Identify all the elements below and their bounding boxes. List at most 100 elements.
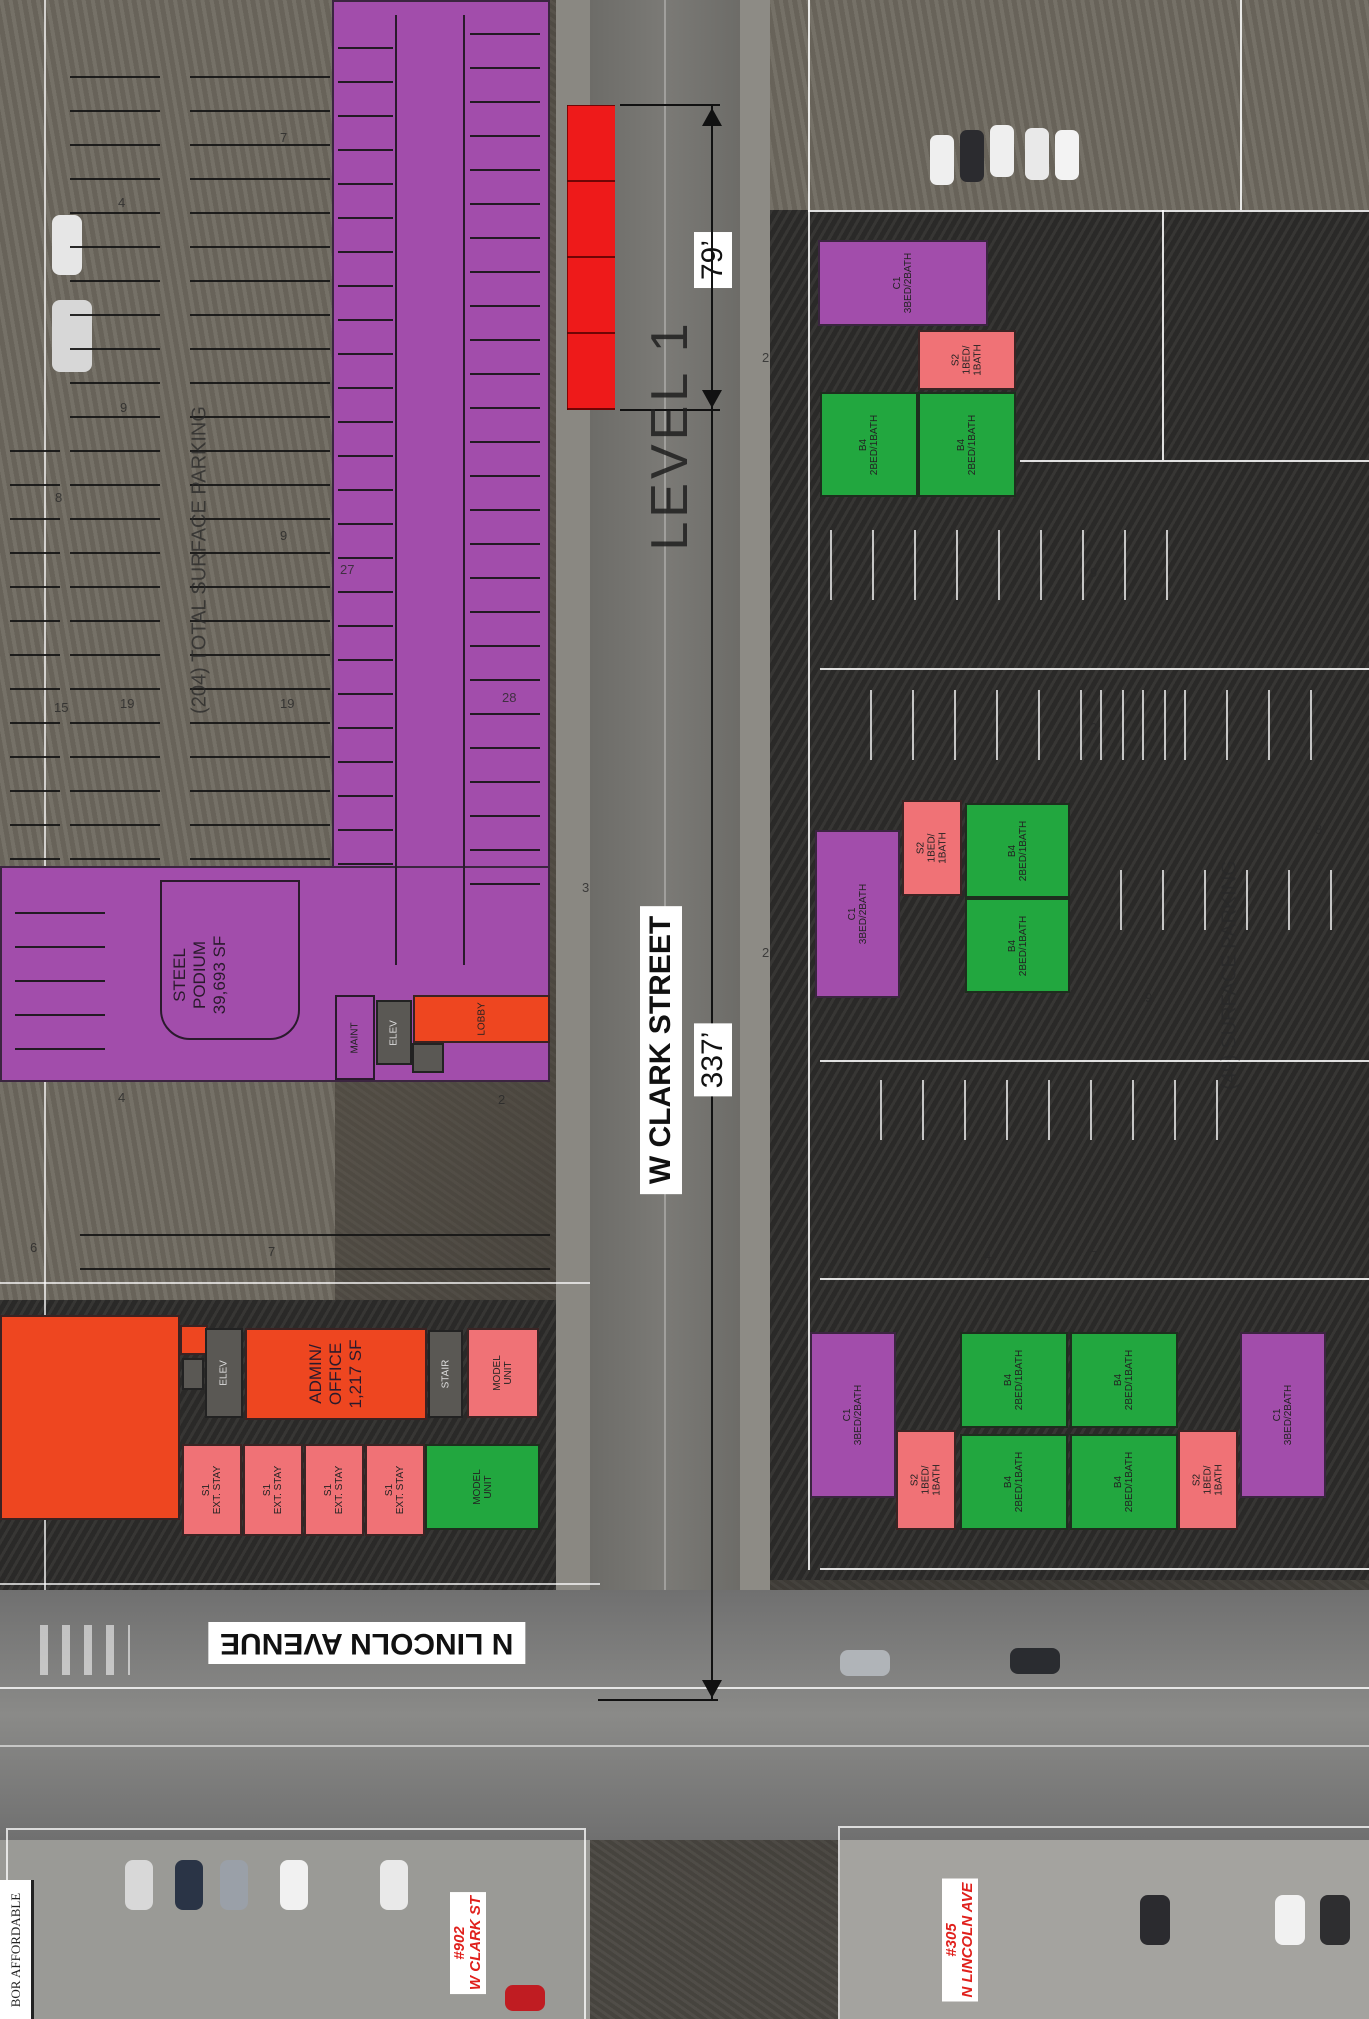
stall-count: 4 (118, 1090, 126, 1105)
stall-count: 4 (118, 195, 126, 210)
stall-count: 19 (280, 696, 295, 711)
site-line (820, 1278, 1369, 1280)
site-line (820, 1568, 1369, 1570)
car (505, 1985, 545, 2011)
total-parking-label: (204) TOTAL SURFACE PARKING (188, 406, 211, 714)
model-unit-salmon[interactable]: MODEL UNIT (467, 1328, 539, 1418)
stall-count: 7 (280, 130, 288, 145)
parking-stalls-south (80, 1230, 550, 1270)
s2-unit[interactable]: S2 1BED/ 1BATH (1178, 1430, 1238, 1530)
car (960, 130, 984, 182)
model-unit-green-label: MODEL UNIT (471, 1469, 494, 1505)
c1-unit[interactable]: C1 3BED/2BATH (810, 1332, 896, 1498)
parking-stalls-left-row1 (70, 70, 160, 860)
stall-count: 8 (55, 490, 63, 505)
stair-admin-east[interactable]: STAIR (428, 1330, 463, 1418)
b4-unit[interactable]: B4 2BED/1BATH (965, 803, 1070, 898)
b4-unit[interactable]: B4 2BED/1BATH (960, 1332, 1068, 1428)
structure-stalls-east (470, 15, 540, 885)
car (990, 125, 1014, 177)
stall-count: 8 (1315, 822, 1323, 837)
s2-unit[interactable]: S2 1BED/ 1BATH (902, 800, 962, 896)
elevator-admin[interactable]: ELEV (205, 1328, 243, 1418)
b4-unit[interactable]: B4 2BED/1BATH (965, 898, 1070, 993)
car (220, 1860, 248, 1910)
car (840, 1650, 890, 1676)
s1-unit[interactable]: S1 EXT. STAY (243, 1444, 303, 1536)
parking-stalls-right-row5 (1120, 870, 1360, 930)
admin-connector (180, 1325, 208, 1355)
stall-count: 15 (54, 700, 69, 715)
lobby-label: LOBBY (476, 1002, 487, 1036)
elev-label: ELEV (388, 1019, 400, 1046)
clark-label-box: W CLARK STREET (638, 900, 684, 1200)
site-line (1020, 460, 1369, 462)
address-clark: #902 W CLARK ST (450, 1891, 486, 1995)
parking-stalls-right-row4 (1100, 690, 1340, 760)
dimension-tick (620, 104, 720, 106)
stair-core[interactable] (412, 1043, 444, 1073)
address-lincoln: #305 N LINCOLN AVE (942, 1878, 978, 2002)
crosswalk (40, 1625, 130, 1675)
stall-count: 2 (498, 1092, 506, 1107)
edge-box: BOR AFFORDABLE (0, 1880, 34, 2019)
b4-unit[interactable]: B4 2BED/1BATH (918, 392, 1016, 497)
edge-text: BOR AFFORDABLE (7, 1892, 23, 2007)
stall-count: 27 (340, 562, 355, 577)
clark-street-label: W CLARK STREET (640, 905, 682, 1195)
total-parking-box: (204) TOTAL SURFACE PARKING (185, 406, 215, 714)
stall-count: 9 (1145, 990, 1153, 1005)
dimension-tick (598, 1699, 718, 1701)
car (380, 1860, 408, 1910)
elevator-core[interactable]: ELEV (376, 1000, 412, 1065)
car (1140, 1895, 1170, 1945)
surface-parking-label: (49) SURFACE PARKING (1218, 860, 1241, 1090)
parking-stalls-right-row1 (830, 530, 1170, 600)
car (1320, 1895, 1350, 1945)
site-line (0, 1583, 600, 1585)
c1-unit[interactable]: C1 3BED/2BATH (815, 830, 900, 998)
sidewalk-right (740, 0, 770, 1700)
c1-unit[interactable]: C1 3BED/2BATH (1240, 1332, 1326, 1498)
address-clark-box: #902 W CLARK ST (448, 1878, 488, 2008)
b4-unit[interactable]: B4 2BED/1BATH (960, 1434, 1068, 1530)
bottom-lot-left-outline (6, 1828, 586, 2019)
stair-label: STAIR (440, 1359, 451, 1389)
stall-count: 9 (280, 528, 288, 543)
podium-stalls (15, 890, 105, 1050)
stall-count: 28 (502, 690, 517, 705)
level-box: LEVEL 1 (640, 319, 700, 550)
c1-unit[interactable]: C1 3BED/2BATH (818, 240, 988, 326)
s1-unit[interactable]: S1 EXT. STAY (304, 1444, 364, 1536)
b4-unit[interactable]: B4 2BED/1BATH (820, 392, 918, 497)
maint-label: MAINT (349, 1021, 361, 1054)
stall-count: 3 (582, 880, 590, 895)
stall-count: 9 (1090, 565, 1098, 580)
lincoln-median-line (0, 1745, 1369, 1747)
model-unit-green[interactable]: MODEL UNIT (425, 1444, 540, 1530)
b4-unit[interactable]: B4 2BED/1BATH (1070, 1332, 1178, 1428)
office-building-west[interactable] (0, 1315, 180, 1520)
stair-admin-west[interactable] (182, 1358, 204, 1390)
s2-unit[interactable]: S2 1BED/ 1BATH (896, 1430, 956, 1530)
s1-unit[interactable]: S1 EXT. STAY (365, 1444, 425, 1536)
strip-dividers (567, 105, 615, 410)
lobby[interactable]: LOBBY (413, 995, 550, 1043)
car (125, 1860, 153, 1910)
b4-unit[interactable]: B4 2BED/1BATH (1070, 1434, 1178, 1530)
s1-unit[interactable]: S1 EXT. STAY (182, 1444, 242, 1536)
dimension-79-label: 79’ (694, 231, 732, 289)
stall-count: 6 (30, 1240, 38, 1255)
clark-street-centerline (664, 0, 666, 1700)
s2-unit[interactable]: S2 1BED/ 1BATH (918, 330, 1016, 390)
dim-79-box: 79’ (690, 225, 736, 295)
dim-337-box: 337’ (690, 1010, 736, 1110)
dimension-337-label: 337’ (694, 1023, 732, 1097)
lincoln-avenue-label: N LINCOLN AVENUE (208, 1622, 526, 1664)
maint-room[interactable]: MAINT (335, 995, 375, 1080)
structure-stalls-west (338, 15, 393, 865)
